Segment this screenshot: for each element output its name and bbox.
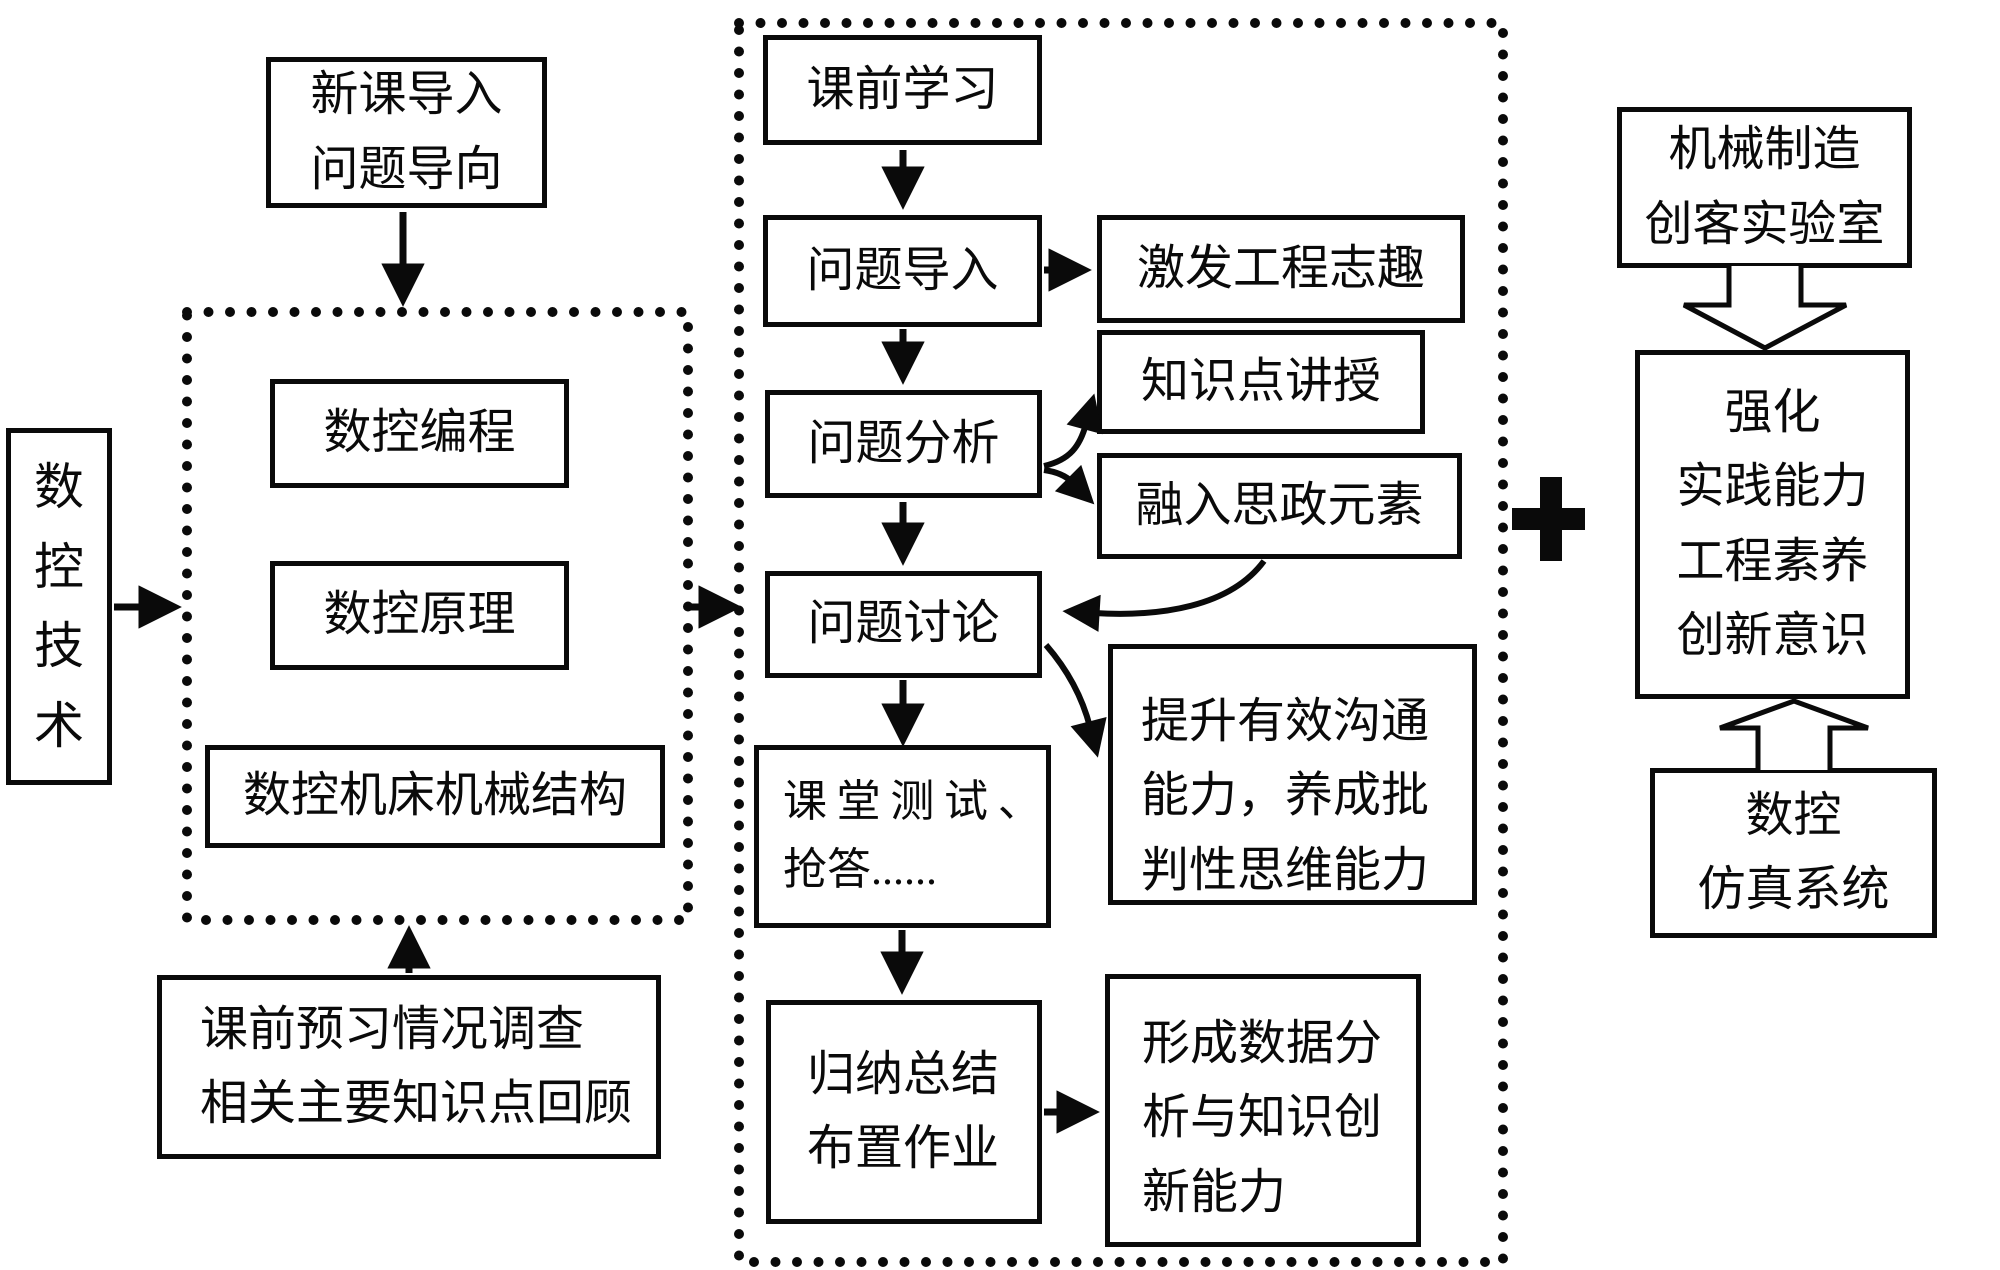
node-question-discussion: 问题讨论 <box>765 571 1042 678</box>
block-arrow-up-icon <box>1719 698 1869 770</box>
node-intro-line1: 新课导入 <box>310 68 503 122</box>
node-spark-interest-label: 激发工程志趣 <box>1136 241 1425 295</box>
node-preview-line2: 相关主要知识点回顾 <box>200 1077 633 1130</box>
node-course: 数 控 技 术 <box>6 428 112 785</box>
node-class-quiz-line2: 抢答...... <box>783 845 937 895</box>
node-pre-study-label: 课前学习 <box>806 62 999 116</box>
node-communication-line2: 能力，养成批 <box>1141 769 1430 823</box>
arrow-ideology-to-qdiscussion <box>1062 559 1267 632</box>
node-strengthen-line4: 创新意识 <box>1676 608 1869 662</box>
node-ideology-elements-label: 融入思政元素 <box>1135 478 1424 532</box>
node-communication-line3: 判性思维能力 <box>1141 843 1430 897</box>
node-summary-line2: 布置作业 <box>807 1122 1000 1175</box>
node-question-intro-label: 问题导入 <box>806 243 999 297</box>
node-question-intro: 问题导入 <box>763 215 1042 327</box>
node-strengthen-line2: 实践能力 <box>1676 460 1869 514</box>
node-data-ability-line1: 形成数据分 <box>1142 1017 1383 1070</box>
node-intro: 新课导入 问题导向 <box>266 57 547 208</box>
node-course-char4: 术 <box>34 697 84 754</box>
node-module-structure: 数控机床机械结构 <box>205 745 665 848</box>
node-data-ability-line2: 析与知识创 <box>1142 1091 1383 1145</box>
node-summary-line1: 归纳总结 <box>807 1047 1000 1101</box>
node-course-char1: 数 <box>34 459 84 516</box>
node-knowledge-lecture-label: 知识点讲授 <box>1140 354 1381 408</box>
node-strengthen-line3: 工程素养 <box>1676 534 1869 588</box>
node-spark-interest: 激发工程志趣 <box>1097 215 1465 323</box>
node-module-programming: 数控编程 <box>270 379 569 488</box>
node-knowledge-lecture: 知识点讲授 <box>1097 330 1425 434</box>
arrow-qanalysis-to-ideology <box>1043 464 1095 505</box>
node-course-char2: 控 <box>34 538 84 595</box>
node-cnc-simulation-line1: 数控 <box>1745 788 1842 842</box>
node-data-ability-line3: 新能力 <box>1142 1165 1287 1219</box>
node-cnc-simulation: 数控 仿真系统 <box>1650 768 1937 938</box>
node-pre-study: 课前学习 <box>763 35 1042 145</box>
node-question-analysis: 问题分析 <box>765 390 1042 498</box>
block-arrow-down-icon <box>1682 266 1848 351</box>
node-class-quiz: 课堂测试、 抢答...... <box>754 745 1051 928</box>
node-communication-line1: 提升有效沟通 <box>1141 695 1430 748</box>
node-maker-lab-line2: 创客实验室 <box>1644 197 1885 251</box>
node-intro-line2: 问题导向 <box>310 142 503 196</box>
node-preview: 课前预习情况调查 相关主要知识点回顾 <box>157 975 661 1159</box>
node-preview-line1: 课前预习情况调查 <box>200 1002 585 1056</box>
node-module-structure-label: 数控机床机械结构 <box>242 769 627 823</box>
node-maker-lab: 机械制造 创客实验室 <box>1617 107 1912 268</box>
node-module-principle-label: 数控原理 <box>323 588 516 642</box>
node-maker-lab-line1: 机械制造 <box>1668 123 1861 177</box>
node-data-ability: 形成数据分 析与知识创 新能力 <box>1105 974 1421 1247</box>
node-communication-ability: 提升有效沟通 能力，养成批 判性思维能力 <box>1108 644 1477 905</box>
node-question-analysis-label: 问题分析 <box>807 416 1000 470</box>
plus-icon <box>1512 477 1585 561</box>
arrow-qdiscussion-to-communication <box>1043 643 1107 758</box>
node-class-quiz-line1: 课堂测试、 <box>783 777 1052 826</box>
node-ideology-elements: 融入思政元素 <box>1097 453 1462 559</box>
node-question-discussion-label: 问题讨论 <box>807 597 1000 651</box>
node-strengthen-abilities: 强化 实践能力 工程素养 创新意识 <box>1635 350 1910 699</box>
node-module-programming-label: 数控编程 <box>323 406 516 460</box>
node-module-principle: 数控原理 <box>270 561 569 670</box>
node-cnc-simulation-line2: 仿真系统 <box>1697 863 1890 916</box>
node-course-char3: 技 <box>34 618 84 675</box>
node-strengthen-line1: 强化 <box>1724 385 1821 439</box>
node-summary-homework: 归纳总结 布置作业 <box>766 1000 1042 1224</box>
arrow-qanalysis-to-lecture <box>1043 393 1103 469</box>
